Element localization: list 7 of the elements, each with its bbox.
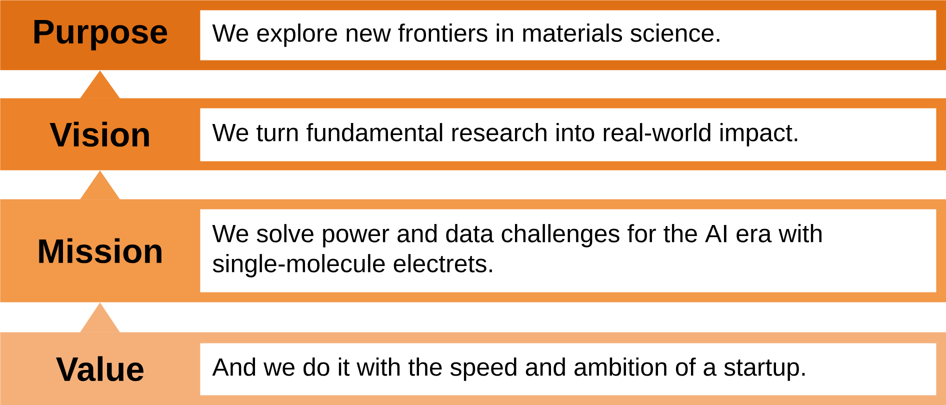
arrow	[80, 302, 120, 332]
text-box: We turn fundamental research into real-world impact.	[200, 108, 936, 162]
text-box: We explore new frontiers in materials science.	[200, 10, 936, 60]
arrow	[80, 70, 120, 98]
arrow	[80, 170, 120, 200]
text-box: We solve power and data challenges for the AI era with single-molecule electrets.	[200, 209, 936, 292]
text-box: And we do it with the speed and ambition of a startup.	[200, 343, 936, 396]
